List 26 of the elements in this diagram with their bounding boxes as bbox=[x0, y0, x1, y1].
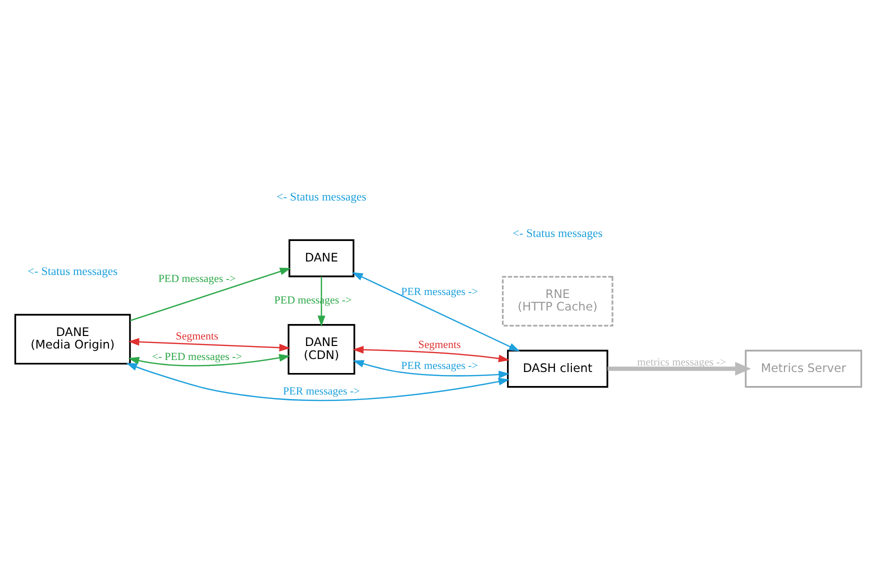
arrow bbox=[128, 338, 290, 351]
arrow bbox=[352, 360, 510, 378]
edge-label: PER messages -> bbox=[401, 285, 478, 298]
node-box: RNE (HTTP Cache) bbox=[502, 275, 614, 326]
label: <- Status messages bbox=[276, 189, 366, 204]
arrow bbox=[130, 267, 291, 321]
node-box: Metrics Server bbox=[744, 349, 862, 388]
arrow bbox=[128, 354, 290, 366]
edge-label: <- PED messages -> bbox=[152, 350, 242, 362]
arrow bbox=[352, 345, 510, 362]
edge-label: PER messages -> bbox=[401, 360, 478, 372]
arrow bbox=[318, 276, 326, 326]
node-box: DANE (CDN) bbox=[288, 324, 356, 374]
edge-label: Segments bbox=[418, 338, 461, 350]
label: <- Status messages bbox=[512, 225, 603, 240]
label: <- Status messages bbox=[28, 263, 118, 278]
edge-label: metrics messages -> bbox=[637, 356, 726, 368]
node-box: DASH client bbox=[507, 349, 608, 388]
arrow bbox=[608, 361, 751, 376]
arrow bbox=[352, 272, 520, 351]
node-box: DANE bbox=[288, 238, 354, 277]
edge-label: Segments bbox=[176, 330, 218, 342]
edge-label: PED messages -> bbox=[158, 272, 236, 285]
edge-label: PER messages -> bbox=[283, 384, 360, 397]
node-box: DANE (Media Origin) bbox=[14, 313, 131, 364]
arrow bbox=[126, 362, 510, 401]
